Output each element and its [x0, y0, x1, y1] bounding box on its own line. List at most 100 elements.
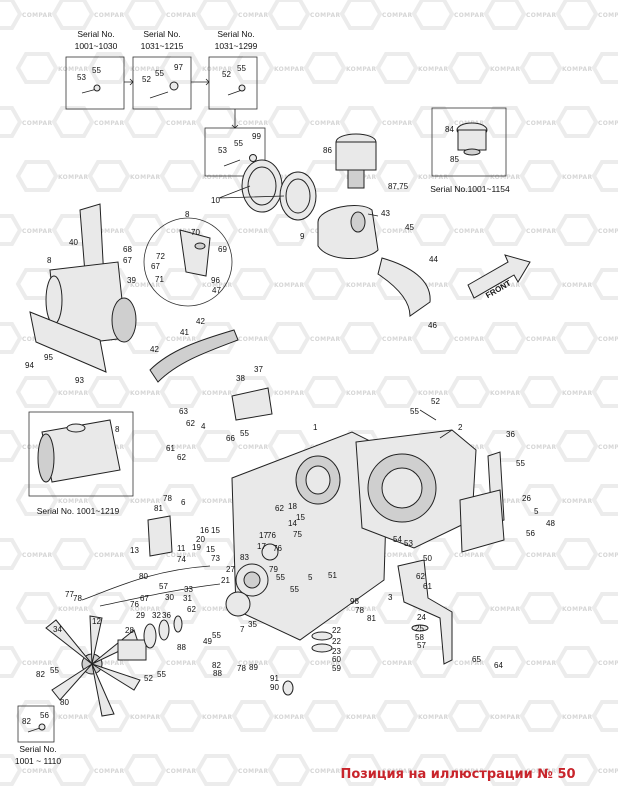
- watermark-text: COMPART: [238, 228, 273, 235]
- watermark-text: COMPART: [238, 660, 273, 667]
- callout-95: 95: [44, 353, 53, 362]
- watermark-text: COMPART: [454, 552, 489, 559]
- callout-69: 69: [218, 245, 227, 254]
- watermark-tile: KOMPART: [447, 268, 525, 300]
- callout-50: 50: [423, 554, 432, 563]
- callout-82: 82: [36, 670, 45, 679]
- watermark-text: COMPART: [526, 444, 561, 451]
- watermark-tile: COMPART: [267, 106, 345, 138]
- callout-64: 64: [494, 661, 503, 670]
- watermark-text: COMPART: [22, 768, 57, 775]
- callout-40: 40: [69, 238, 78, 247]
- callout-88: 88: [177, 643, 186, 652]
- serial-box-4-line1: Serial No.1001~1154: [430, 184, 510, 194]
- serial-box-5: Serial No. 1001~1219: [28, 411, 134, 516]
- watermark-text: COMPART: [382, 120, 417, 127]
- watermark-tile: COMPART: [267, 0, 345, 30]
- callout-55: 55: [157, 670, 166, 679]
- watermark-tile: COMPART: [411, 754, 489, 786]
- watermark-tile: KOMPART: [519, 160, 597, 192]
- watermark-tile: COMPART: [411, 214, 489, 246]
- watermark-text: COMPART: [310, 768, 345, 775]
- callout-93: 93: [75, 376, 84, 385]
- callout-42: 42: [150, 345, 159, 354]
- callout-53: 53: [77, 73, 86, 82]
- callout-55: 55: [155, 69, 164, 78]
- callout-54: 54: [393, 535, 402, 544]
- watermark-text: COMPART: [22, 12, 57, 19]
- watermark-tile: COMPART: [411, 0, 489, 30]
- watermark-text: KOMPART: [130, 66, 165, 73]
- watermark-text: KOMPART: [562, 174, 597, 181]
- watermark-text: KOMPART: [202, 498, 237, 505]
- watermark-text: COMPART: [310, 336, 345, 343]
- watermark-text: KOMPART: [346, 282, 381, 289]
- watermark-tile: COMPART: [0, 0, 57, 30]
- watermark-tile: KOMPART: [87, 484, 165, 516]
- callout-22: 22: [332, 637, 341, 646]
- callout-45: 45: [405, 223, 414, 232]
- watermark-text: KOMPART: [490, 498, 525, 505]
- callout-70: 70: [191, 228, 200, 237]
- watermark-tile: KOMPART: [447, 52, 525, 84]
- watermark-tile: COMPART: [555, 430, 618, 462]
- watermark-text: KOMPART: [418, 714, 453, 721]
- watermark-tile: COMPART: [0, 214, 57, 246]
- callout-62: 62: [416, 572, 425, 581]
- callout-8: 8: [47, 256, 52, 265]
- watermark-text: KOMPART: [202, 714, 237, 721]
- callout-90: 90: [270, 683, 279, 692]
- callout-2: 2: [458, 423, 463, 432]
- watermark-text: KOMPART: [490, 282, 525, 289]
- watermark-tile: COMPART: [411, 322, 489, 354]
- watermark-tile: KOMPART: [591, 268, 618, 300]
- watermark-text: COMPART: [598, 444, 618, 451]
- callout-94: 94: [25, 361, 34, 370]
- watermark-text: COMPART: [598, 336, 618, 343]
- callout-56: 56: [526, 529, 535, 538]
- watermark-text: COMPART: [526, 552, 561, 559]
- callout-14: 14: [288, 519, 297, 528]
- callout-68: 68: [123, 245, 132, 254]
- callout-23: 23: [332, 647, 341, 656]
- callout-13: 13: [130, 546, 139, 555]
- watermark-text: KOMPART: [490, 606, 525, 613]
- watermark-text: COMPART: [94, 228, 129, 235]
- watermark-tile: KOMPART: [15, 52, 93, 84]
- callout-51: 51: [328, 571, 337, 580]
- watermark-tile: KOMPART: [447, 376, 525, 408]
- watermark-text: COMPART: [310, 660, 345, 667]
- watermark-text: COMPART: [22, 120, 57, 127]
- callout-44: 44: [429, 255, 438, 264]
- watermark-tile: KOMPART: [303, 700, 381, 732]
- watermark-tile: COMPART: [339, 646, 417, 678]
- watermark-tile: KOMPART: [519, 376, 597, 408]
- watermark-tile: KOMPART: [519, 484, 597, 516]
- callout-59: 59: [332, 664, 341, 673]
- serial-box-1: Serial No. 1001~1030: [65, 29, 125, 110]
- watermark-text: COMPART: [238, 336, 273, 343]
- watermark-tile: COMPART: [123, 106, 201, 138]
- watermark-text: COMPART: [166, 336, 201, 343]
- watermark-tile: KOMPART: [375, 52, 453, 84]
- callout-9: 9: [300, 232, 305, 241]
- watermark-tile: KOMPART: [87, 592, 165, 624]
- watermark-text: KOMPART: [58, 390, 93, 397]
- callout-17: 17: [259, 531, 268, 540]
- watermark-text: COMPART: [310, 120, 345, 127]
- callout-55: 55: [50, 666, 59, 675]
- callout-56: 56: [40, 711, 49, 720]
- watermark-tile: COMPART: [555, 646, 618, 678]
- watermark-tile: COMPART: [483, 430, 561, 462]
- watermark-tile: KOMPART: [159, 700, 237, 732]
- watermark-tile: COMPART: [195, 754, 273, 786]
- watermark-text: KOMPART: [562, 606, 597, 613]
- watermark-text: KOMPART: [562, 390, 597, 397]
- watermark-tile: KOMPART: [303, 268, 381, 300]
- callout-82: 82: [212, 661, 221, 670]
- watermark-text: KOMPART: [418, 282, 453, 289]
- callout-55: 55: [237, 64, 246, 73]
- watermark-tile: COMPART: [195, 0, 273, 30]
- callout-55: 55: [276, 573, 285, 582]
